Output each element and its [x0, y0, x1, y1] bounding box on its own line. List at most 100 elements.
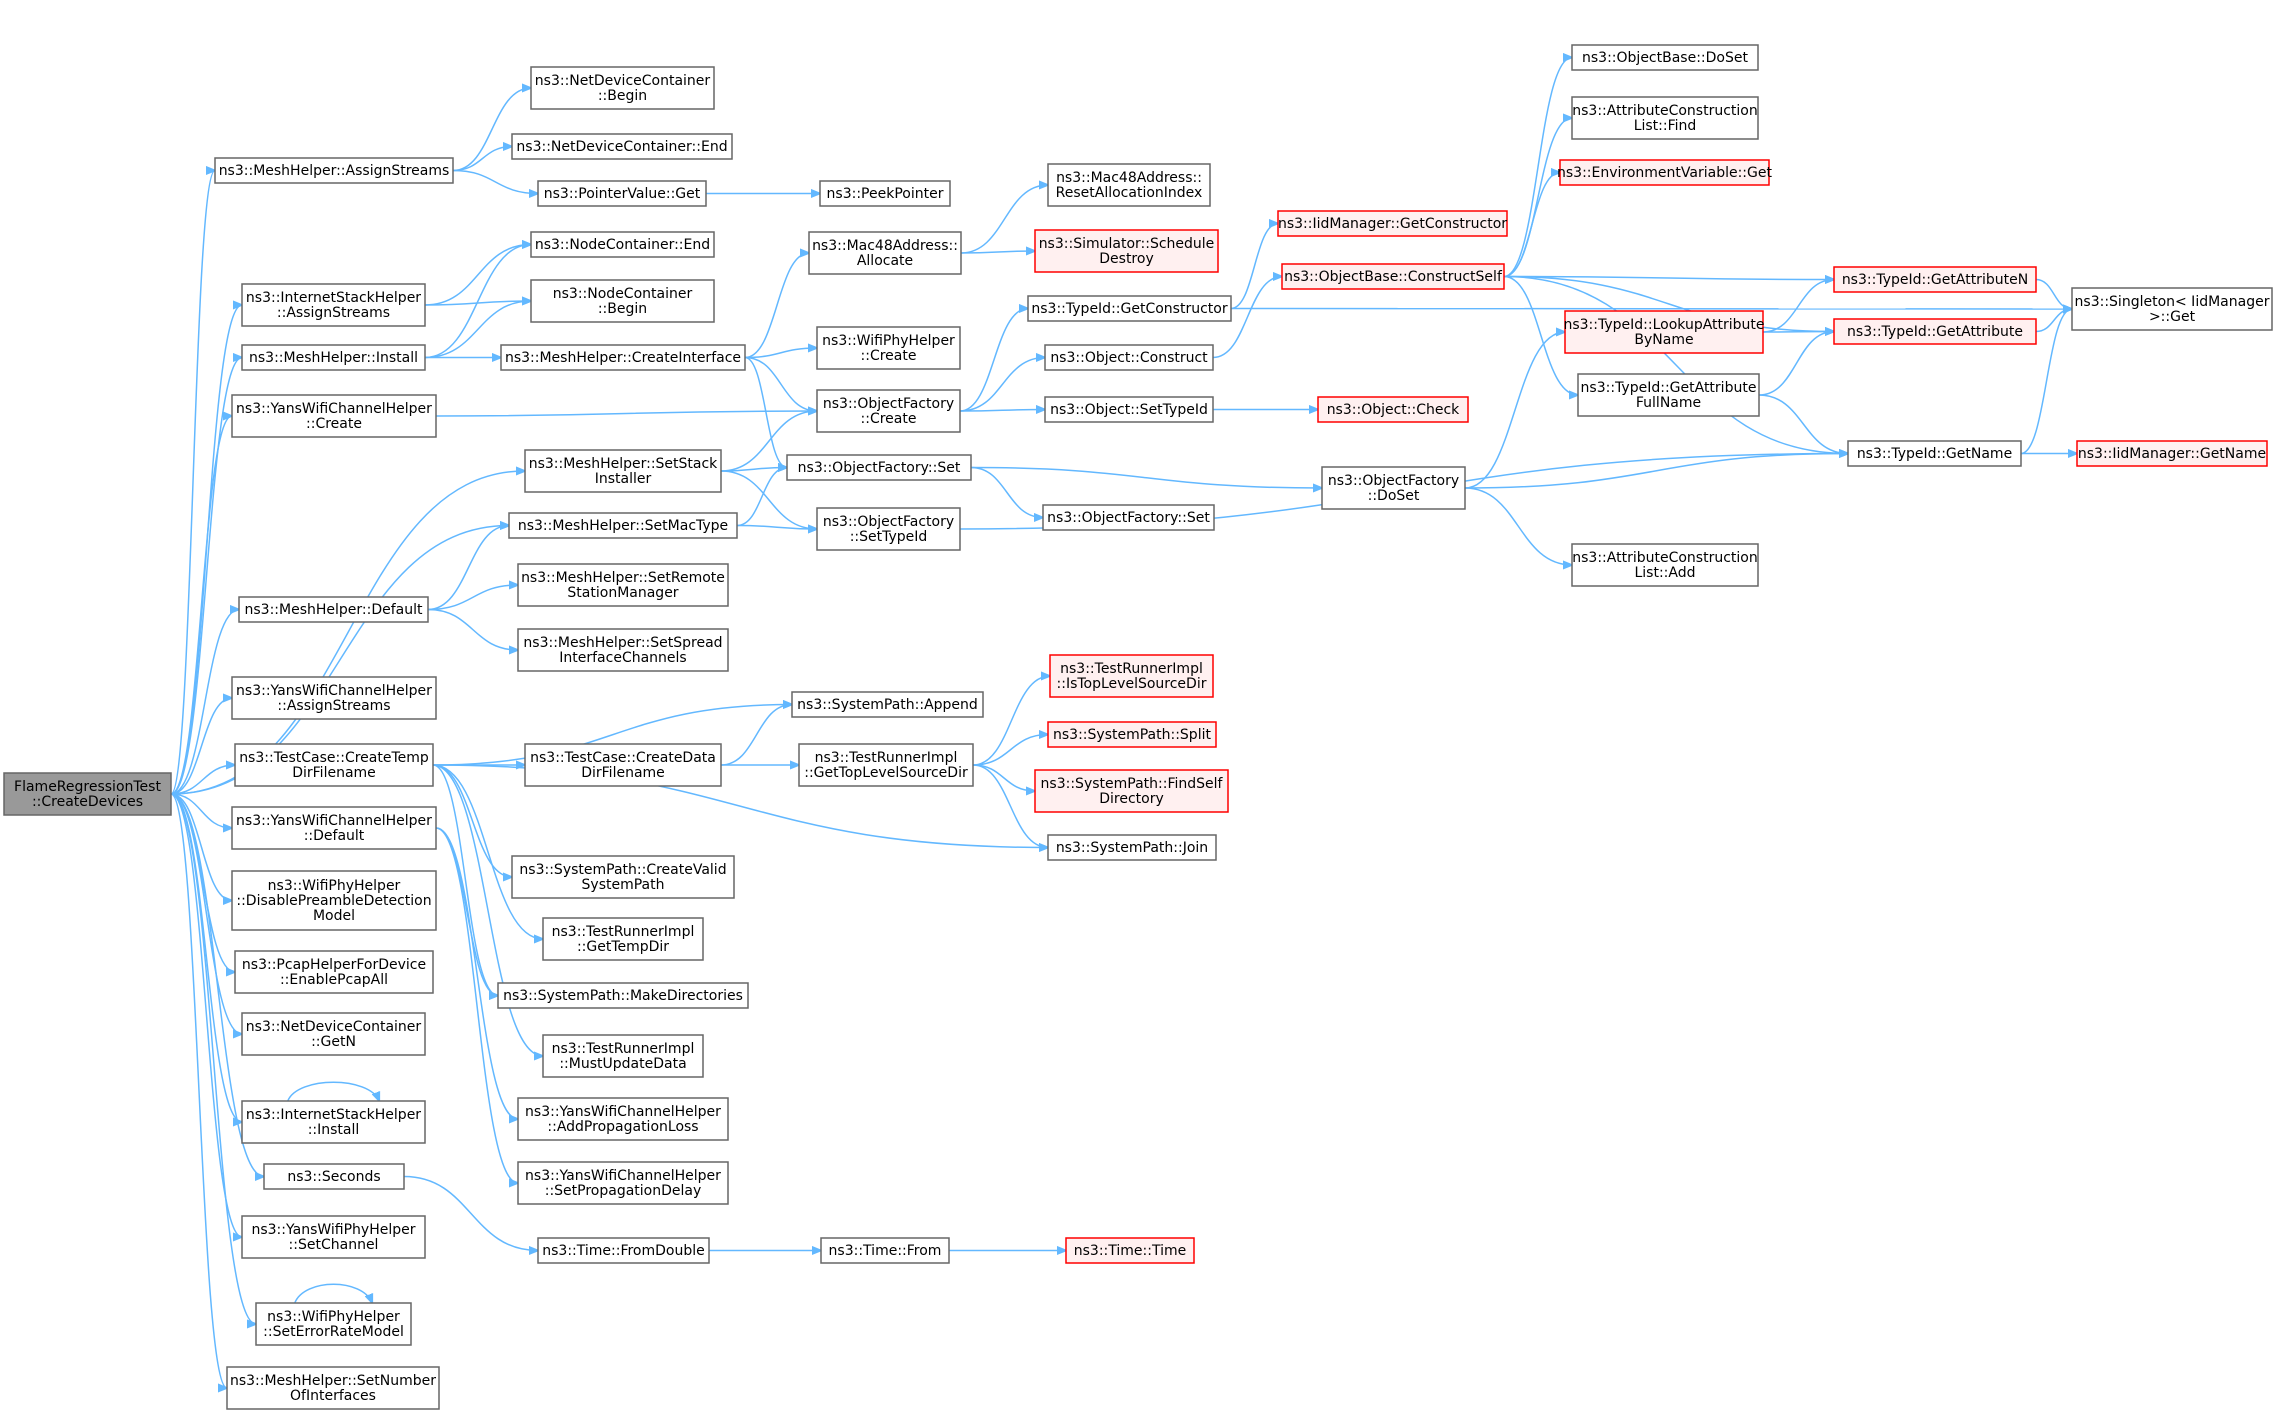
call-edge-obj_construct-to-ob_construct: [1212, 277, 1282, 359]
call-edge-mh_default-to-mh_setspread: [427, 608, 518, 651]
node-ywph_setchan[interactable]: ns3::YansWifiPhyHelper::SetChannel: [241, 1215, 426, 1259]
node-ptr_get[interactable]: ns3::PointerValue::Get: [537, 180, 707, 207]
node-label: ns3::ObjectBase::ConstructSelf: [1284, 269, 1503, 285]
node-nc_begin[interactable]: ns3::NodeContainer::Begin: [530, 279, 715, 323]
node-ywch_create[interactable]: ns3::YansWifiChannelHelper::Create: [231, 394, 437, 438]
node-mh_install[interactable]: ns3::MeshHelper::Install: [241, 344, 426, 371]
call-edge-ob_construct-to-acl_find: [1503, 118, 1572, 278]
node-label: ::GetTopLevelSourceDir: [804, 765, 968, 781]
node-tid_getattrn[interactable]: ns3::TypeId::GetAttributeN: [1833, 266, 2037, 293]
node-wph_seterr[interactable]: ns3::WifiPhyHelper::SetErrorRateModel: [255, 1302, 412, 1346]
node-tri_gettemp[interactable]: ns3::TestRunnerImpl::GetTempDir: [542, 917, 704, 961]
node-time_time[interactable]: ns3::Time::Time: [1065, 1237, 1195, 1264]
node-time_from[interactable]: ns3::Time::From: [820, 1237, 950, 1264]
node-tid_getattr[interactable]: ns3::TypeId::GetAttribute: [1833, 318, 2037, 345]
node-mh_default[interactable]: ns3::MeshHelper::Default: [238, 596, 429, 623]
node-label: ::Create: [306, 416, 362, 432]
node-ywch_default[interactable]: ns3::YansWifiChannelHelper::Default: [231, 806, 437, 850]
node-ndc_begin[interactable]: ns3::NetDeviceContainer::Begin: [530, 66, 715, 110]
node-label: >::Get: [2149, 309, 2196, 325]
node-sp_split[interactable]: ns3::SystemPath::Split: [1047, 721, 1217, 748]
node-mh_setmac[interactable]: ns3::MeshHelper::SetMacType: [508, 512, 738, 539]
node-box: [808, 231, 962, 275]
node-label: ns3::ObjectFactory: [1328, 473, 1459, 489]
node-of_settid[interactable]: ns3::ObjectFactory::SetTypeId: [816, 507, 961, 551]
node-mh_assign[interactable]: ns3::MeshHelper::AssignStreams: [214, 157, 454, 184]
call-edge-ob_construct-to-env_get: [1503, 173, 1560, 278]
edge: [972, 735, 1048, 766]
edge: [170, 793, 242, 1237]
node-peek[interactable]: ns3::PeekPointer: [819, 180, 951, 207]
node-seconds[interactable]: ns3::Seconds: [263, 1163, 405, 1190]
edge: [452, 88, 531, 172]
node-of_set[interactable]: ns3::ObjectFactory::Set: [786, 454, 972, 481]
node-ndc_end[interactable]: ns3::NetDeviceContainer::End: [511, 133, 733, 160]
node-ish_assign[interactable]: ns3::InternetStackHelper::AssignStreams: [241, 283, 426, 327]
node-root[interactable]: FlameRegressionTest::CreateDevices: [3, 772, 172, 816]
node-of_create[interactable]: ns3::ObjectFactory::Create: [816, 389, 961, 433]
node-obj_settid[interactable]: ns3::Object::SetTypeId: [1044, 396, 1214, 423]
call-edge-tid_lookup-to-tid_getattr: [1762, 332, 1834, 333]
node-label: ns3::ObjectFactory: [823, 514, 954, 530]
node-box: [231, 394, 437, 438]
node-sp_mkdirs[interactable]: ns3::SystemPath::MakeDirectories: [497, 982, 749, 1009]
edge: [744, 348, 817, 359]
node-time_fromdouble[interactable]: ns3::Time::FromDouble: [537, 1237, 710, 1264]
node-tid_getctor[interactable]: ns3::TypeId::GetConstructor: [1027, 295, 1232, 322]
node-tri_mustupdate[interactable]: ns3::TestRunnerImpl::MustUpdateData: [542, 1034, 704, 1078]
node-label: StationManager: [567, 585, 678, 601]
node-ywch_addprop[interactable]: ns3::YansWifiChannelHelper::AddPropagati…: [517, 1097, 729, 1141]
node-mh_createif[interactable]: ns3::MeshHelper::CreateInterface: [500, 344, 746, 371]
call-edge-tid_getctor-to-singleton: [1230, 309, 2072, 310]
node-tri_istop[interactable]: ns3::TestRunnerImpl::IsTopLevelSourceDir: [1049, 654, 1214, 698]
node-tid_getname[interactable]: ns3::TypeId::GetName: [1847, 440, 2022, 467]
node-of_doset[interactable]: ns3::ObjectFactory::DoSet: [1321, 466, 1466, 510]
node-tri_gettop[interactable]: ns3::TestRunnerImpl::GetTopLevelSourceDi…: [798, 743, 974, 787]
node-nc_end[interactable]: ns3::NodeContainer::End: [530, 231, 715, 258]
node-iid_getname[interactable]: ns3::IidManager::GetName: [2076, 440, 2268, 467]
node-ywch_assign[interactable]: ns3::YansWifiChannelHelper::AssignStream…: [231, 676, 437, 720]
node-ob_doset[interactable]: ns3::ObjectBase::DoSet: [1571, 44, 1759, 71]
node-label: Directory: [1099, 791, 1164, 807]
edge: [720, 470, 817, 529]
node-box: [500, 344, 746, 371]
node-mac_reset[interactable]: ns3::Mac48Address::ResetAllocationIndex: [1047, 163, 1211, 207]
node-box: [537, 180, 707, 207]
node-obj_check[interactable]: ns3::Object::Check: [1317, 396, 1469, 423]
node-sp_join[interactable]: ns3::SystemPath::Join: [1047, 834, 1217, 861]
node-mac_alloc[interactable]: ns3::Mac48Address::Allocate: [808, 231, 962, 275]
call-edge-mh_createif-to-mac_alloc: [744, 253, 809, 359]
call-edge-ish_assign-to-nc_begin: [424, 301, 531, 306]
node-mh_setspread[interactable]: ns3::MeshHelper::SetSpreadInterfaceChann…: [517, 628, 729, 672]
call-edge-root-to-ywph_setchan: [170, 793, 242, 1237]
node-pcap_enable[interactable]: ns3::PcapHelperForDevice::EnablePcapAll: [234, 950, 434, 994]
node-ob_construct[interactable]: ns3::ObjectBase::ConstructSelf: [1281, 263, 1505, 290]
node-env_get[interactable]: ns3::EnvironmentVariable::Get: [1557, 159, 1772, 186]
node-of_set2[interactable]: ns3::ObjectFactory::Set: [1042, 504, 1215, 531]
node-wph_disable[interactable]: ns3::WifiPhyHelper::DisablePreambleDetec…: [231, 870, 437, 931]
call-edge-mh_setmac-to-of_set: [736, 468, 787, 527]
node-ndc_getn[interactable]: ns3::NetDeviceContainer::GetN: [241, 1012, 426, 1056]
node-obj_construct[interactable]: ns3::Object::Construct: [1044, 344, 1214, 371]
node-singleton[interactable]: ns3::Singleton< IidManager>::Get: [2071, 287, 2273, 331]
node-wph_create[interactable]: ns3::WifiPhyHelper::Create: [816, 326, 961, 370]
node-ywch_setprop[interactable]: ns3::YansWifiChannelHelper::SetPropagati…: [517, 1161, 729, 1205]
node-label: ns3::Time::FromDouble: [542, 1243, 705, 1259]
node-iid_getctor[interactable]: ns3::IidManager::GetConstructor: [1277, 210, 1508, 237]
node-ish_install[interactable]: ns3::InternetStackHelper::Install: [241, 1100, 426, 1144]
edge: [1503, 173, 1560, 278]
node-label: ::SetPropagationDelay: [545, 1183, 702, 1199]
node-sp_append[interactable]: ns3::SystemPath::Append: [791, 691, 984, 718]
